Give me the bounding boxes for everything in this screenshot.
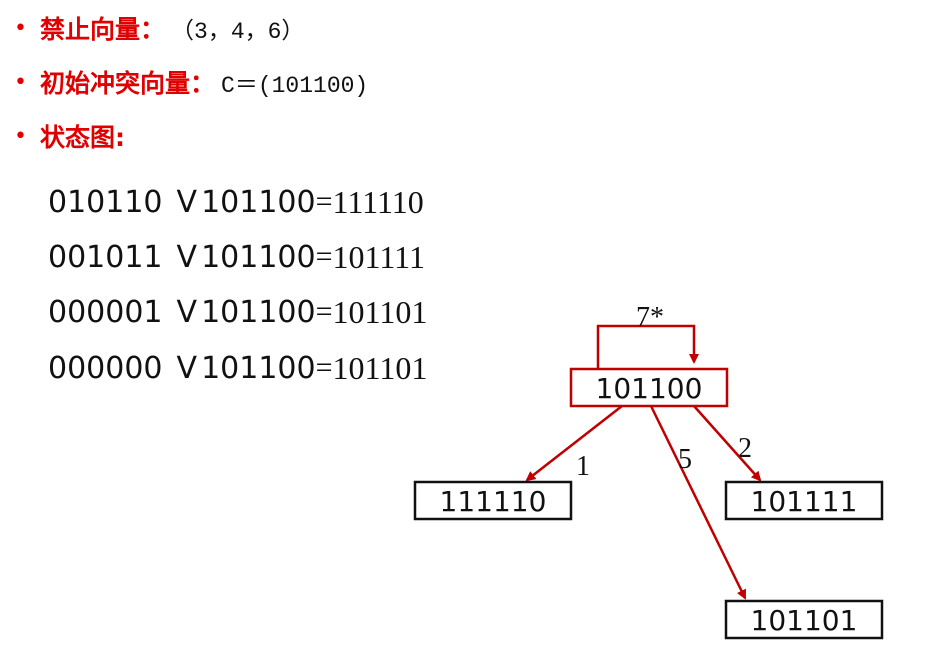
equation-equals: = <box>315 185 333 218</box>
state-diagram-label: 状态图: <box>40 123 125 152</box>
equation-or-operator: V <box>176 184 198 220</box>
self-loop-edge <box>596 324 699 368</box>
equation-operand-b: 101100 <box>201 239 316 275</box>
edge-label-5: 5 <box>678 444 692 475</box>
forbidden-vector-value: （3，4，6） <box>171 19 305 45</box>
equation-equals: = <box>315 351 333 384</box>
edge-to-101101 <box>649 405 747 600</box>
equation-result: 111110 <box>332 183 424 220</box>
edge-label-1: 1 <box>576 451 590 482</box>
equation-operand-a: 000000 <box>48 350 163 386</box>
equation-row: 000001 V 101100 = 101101 <box>48 290 427 334</box>
equation-equals: = <box>315 240 333 273</box>
edge-to-111110 <box>525 405 623 482</box>
equation-or-operator: V <box>176 294 198 330</box>
initial-conflict-vector-label: 初始冲突向量： <box>40 69 216 98</box>
node-101111-label: 101111 <box>751 485 858 518</box>
node-101101: 101101 <box>724 599 884 640</box>
initial-conflict-vector-value: C＝(101100) <box>221 73 369 99</box>
equation-operand-b: 101100 <box>201 184 316 220</box>
bullet-state-diagram: • 状态图: <box>14 116 125 156</box>
bullet-initial-conflict-vector: • 初始冲突向量： C＝(101100) <box>14 62 368 102</box>
bullet-marker: • <box>14 123 27 149</box>
equation-or-operator: V <box>176 239 198 275</box>
equation-result: 101101 <box>332 349 428 386</box>
node-root: 101100 <box>569 367 729 408</box>
bullet-marker: • <box>14 69 27 95</box>
equation-row: 010110 V 101100 = 111110 <box>48 180 424 224</box>
edge-label-2: 2 <box>738 433 752 464</box>
equation-operand-a: 010110 <box>48 184 163 220</box>
equation-operand-b: 101100 <box>201 350 316 386</box>
equation-operand-a: 000001 <box>48 294 163 330</box>
equation-row: 001011 V 101100 = 101111 <box>48 235 425 279</box>
equation-operand-a: 001011 <box>48 239 163 275</box>
node-101101-label: 101101 <box>751 604 858 637</box>
self-loop-label: 7* <box>636 302 664 333</box>
edge-to-101111 <box>693 405 762 482</box>
node-root-label: 101100 <box>596 372 703 405</box>
equation-or-operator: V <box>176 350 198 386</box>
forbidden-vector-label: 禁止向量： <box>40 15 166 44</box>
node-111110: 111110 <box>413 480 573 521</box>
bullet-marker: • <box>14 15 27 41</box>
node-111110-label: 111110 <box>440 485 547 518</box>
bullet-forbidden-vector: • 禁止向量： （3，4，6） <box>14 8 304 48</box>
equation-equals: = <box>315 295 333 328</box>
equation-result: 101111 <box>332 238 425 275</box>
equation-row: 000000 V 101100 = 101101 <box>48 346 427 390</box>
node-101111: 101111 <box>724 480 884 521</box>
equation-result: 101101 <box>332 293 428 330</box>
equation-operand-b: 101100 <box>201 294 316 330</box>
